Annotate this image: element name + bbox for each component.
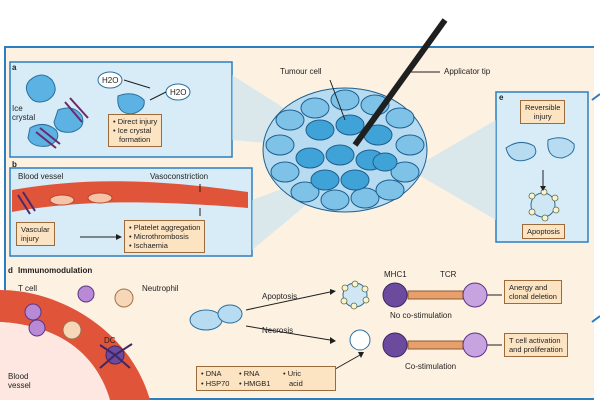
dc-bottom xyxy=(382,332,408,358)
apoptosis-label-d: Apoptosis xyxy=(262,292,298,301)
ice-crystals xyxy=(35,97,89,149)
mhc1-label: MHC1 xyxy=(384,270,407,279)
panel-d-letter: d xyxy=(8,266,13,275)
costim-label: Co-stimulation xyxy=(405,362,457,371)
tumour-cluster xyxy=(262,87,428,213)
tumour-cell-label: Tumour cell xyxy=(280,67,322,76)
blood-vessel-b xyxy=(12,181,248,212)
blood-vessel-label-d-1: Blood xyxy=(8,372,29,381)
apoptosis-tag-e: Apoptosis xyxy=(522,224,565,239)
necrotic-debris xyxy=(349,329,371,351)
blood-vessel-label-b: Blood vessel xyxy=(18,172,64,181)
mhc-tcr-bottom xyxy=(407,340,464,350)
dying-cells xyxy=(189,304,243,331)
dc-label: DC xyxy=(104,336,116,345)
blood-vessel-label-d-2: vessel xyxy=(8,381,31,390)
panel-e-cells xyxy=(505,137,575,218)
no-costim-label: No co-stimulation xyxy=(390,311,452,320)
callout-e xyxy=(410,120,496,220)
vasoconstriction-label: Vasoconstriction xyxy=(150,172,209,181)
t-cell-label: T cell xyxy=(18,284,37,293)
dendritic-cell xyxy=(99,343,133,369)
reversible-injury-tag: Reversible injury xyxy=(520,100,566,124)
vessel-crystals xyxy=(17,191,36,215)
t-cell-bottom xyxy=(462,332,488,358)
panel-a-effects: • Direct injury • Ice crystal formation xyxy=(108,114,163,147)
applicator xyxy=(352,18,448,147)
dc-top xyxy=(382,282,408,308)
neutrophil-label: Neutrophil xyxy=(142,284,179,293)
water-bubble-1 xyxy=(97,71,123,89)
panel-e-letter: e xyxy=(499,93,504,102)
t-cells xyxy=(24,285,95,337)
t-activation-tag: T cell activation and proliferation xyxy=(504,333,568,357)
anergy-tag: Anergy and clonal deletion xyxy=(504,280,562,304)
applicator-tip-label: Applicator tip xyxy=(444,67,491,76)
water-label-1: H2O xyxy=(102,76,119,85)
water-label-2: H2O xyxy=(170,88,187,97)
panel-a-cells xyxy=(25,74,145,147)
neutrophils xyxy=(62,288,134,340)
panel-b-effects: • Platelet aggregation • Microthrombosis… xyxy=(124,220,206,253)
vascular-injury-tag: Vascular injury xyxy=(16,222,55,246)
t-cell-top xyxy=(462,282,488,308)
damps-tag: • DNA • RNA • Uric • HSP70 • HMGB1 acid xyxy=(196,366,336,391)
panel-b-letter: b xyxy=(12,160,17,169)
mhc-tcr-top xyxy=(407,290,464,300)
tcr-label: TCR xyxy=(440,270,457,279)
panel-a-letter: a xyxy=(12,63,17,72)
ice-crystal-label: Ice crystal xyxy=(12,104,36,122)
panel-d-title: Immunomodulation xyxy=(18,266,93,275)
necrosis-label: Necrosis xyxy=(262,326,294,335)
